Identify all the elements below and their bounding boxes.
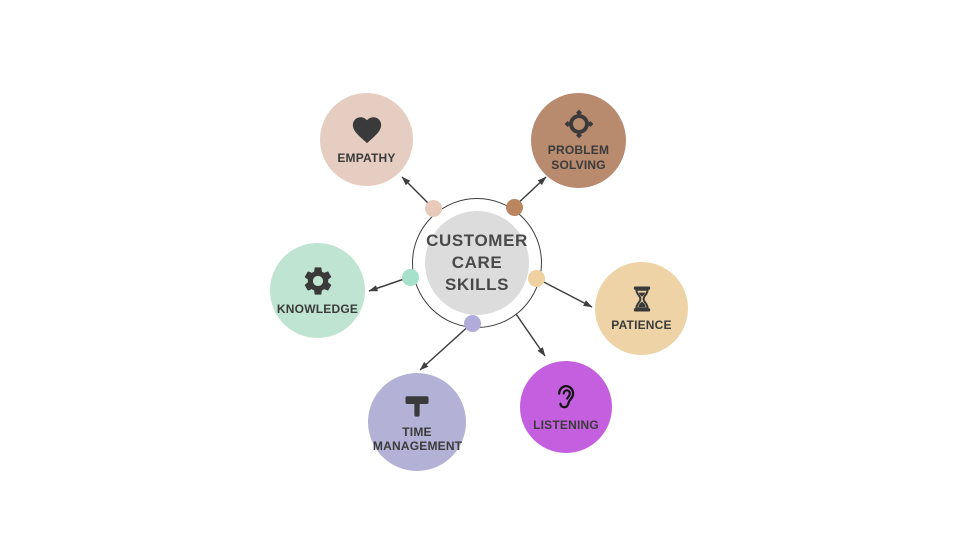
hub-title-line: CARE <box>451 252 503 272</box>
connector-time-management <box>419 322 473 371</box>
connector-listening <box>515 313 546 357</box>
gavel-icon <box>401 391 433 421</box>
node-patience: PATIENCE <box>595 262 688 355</box>
node-label: EMPATHY <box>337 151 396 166</box>
rim-dot-patience <box>527 269 545 287</box>
gear-icon <box>301 264 335 298</box>
node-empathy: EMPATHY <box>320 93 413 186</box>
rim-dot-empathy <box>424 199 442 217</box>
hourglass-icon <box>627 284 657 314</box>
connector-patience <box>535 277 593 308</box>
node-label: KNOWLEDGE <box>276 302 359 317</box>
rim-dot-time-management <box>463 314 481 332</box>
node-time-management: TIME MANAGEMENT <box>368 373 466 471</box>
ear-icon <box>550 382 582 414</box>
node-listening: LISTENING <box>520 361 612 453</box>
node-problem-solving: PROBLEM SOLVING <box>531 93 626 188</box>
node-label: LISTENING <box>533 417 599 432</box>
hub-title-line: CUSTOMER <box>426 230 528 250</box>
hub-circle: CUSTOMER CARE SKILLS <box>412 198 542 328</box>
rim-dot-problem-solving <box>505 198 523 216</box>
node-label: TIME MANAGEMENT <box>372 424 463 453</box>
hub-title-line: SKILLS <box>444 275 510 295</box>
heart-icon <box>348 113 386 147</box>
rim-dot-knowledge <box>401 268 419 286</box>
node-label: PROBLEM SOLVING <box>547 143 610 172</box>
node-knowledge: KNOWLEDGE <box>270 243 365 338</box>
target-icon <box>564 109 594 139</box>
hub-inner-circle: CUSTOMER CARE SKILLS <box>425 211 529 315</box>
node-label: PATIENCE <box>611 318 672 333</box>
